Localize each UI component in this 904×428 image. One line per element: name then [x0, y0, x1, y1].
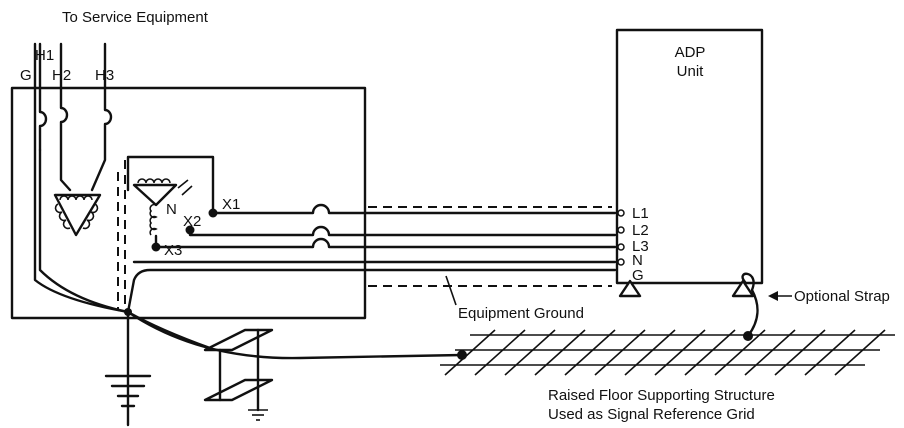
adp-terminals [617, 209, 625, 266]
h2-label: H2 [52, 67, 71, 84]
grid-label-2: Used as Signal Reference Grid [548, 406, 755, 423]
primary-conductors [33, 86, 130, 314]
incoming-leads [33, 42, 107, 90]
h1-label: H1 [35, 47, 54, 64]
x3-label: X3 [164, 242, 182, 259]
l2-label: L2 [632, 222, 649, 239]
g-label: G [20, 67, 32, 84]
adp-ground-triangle-right [731, 279, 755, 298]
grounding-electrode [104, 310, 152, 427]
equipment-ground-pointer [445, 275, 457, 306]
x1-label: X1 [222, 196, 240, 213]
n-transformer-label: N [166, 201, 177, 218]
strap-bond-point [743, 331, 753, 341]
building-steel-beam [203, 328, 274, 421]
steel-bond-conductor [126, 310, 212, 350]
optional-strap [741, 272, 759, 338]
secondary-transformer [126, 155, 215, 249]
g-terminal-label: G [632, 267, 644, 284]
l3-label: L3 [632, 238, 649, 255]
feeder-conductors [126, 203, 617, 314]
adp-ground-triangle-left [618, 279, 642, 298]
grid-bond-conductor [126, 310, 464, 360]
h3-label: H3 [95, 67, 114, 84]
x2-label: X2 [183, 213, 201, 230]
l1-label: L1 [632, 205, 649, 222]
optional-strap-label: Optional Strap [794, 288, 890, 305]
adp-unit-label-1: ADP [675, 44, 706, 61]
strap-arrowhead [768, 291, 778, 301]
equipment-ground-label: Equipment Ground [458, 305, 584, 322]
adp-unit-label-2: Unit [677, 63, 705, 80]
n-terminal-label: N [632, 252, 643, 269]
signal-reference-grid [440, 329, 895, 376]
service-equipment-label: To Service Equipment [62, 9, 209, 26]
service-panel [10, 86, 367, 320]
grid-bond-point [457, 350, 467, 360]
adp-unit-box [615, 28, 764, 285]
grid-label-1: Raised Floor Supporting Structure [548, 387, 775, 404]
